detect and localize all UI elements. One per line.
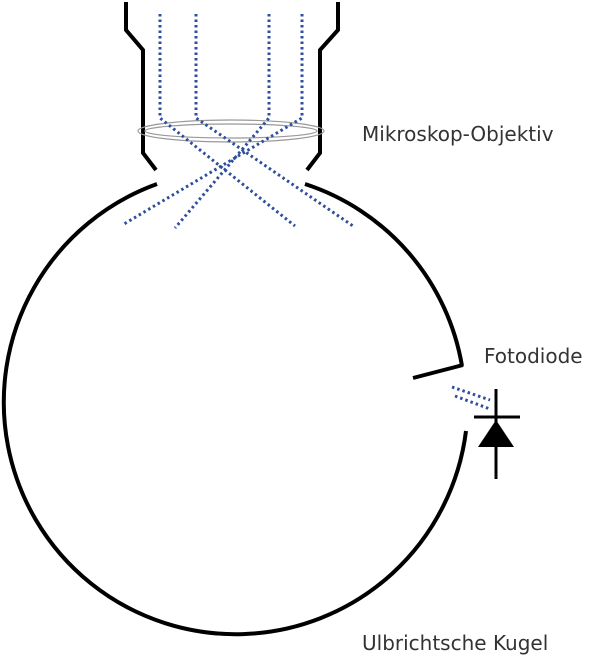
sphere-wall-right-upper <box>304 182 464 367</box>
objective-wall-right <box>305 2 340 172</box>
sphere-wall-main <box>1 182 468 637</box>
label-photodiode: Fotodiode <box>484 344 583 368</box>
photodiode-beams <box>451 385 491 411</box>
objective-wall-left <box>124 2 158 172</box>
objective-lens <box>137 119 325 143</box>
photodiode-icon <box>474 389 520 479</box>
photodiode-beam-1 <box>451 385 491 402</box>
beam-3 <box>173 14 271 229</box>
lens-ellipse-outer <box>137 119 325 143</box>
integrating-sphere <box>1 182 468 637</box>
photodiode-triangle <box>478 420 514 447</box>
beam-1 <box>158 14 296 228</box>
label-microscope-objective: Mikroskop-Objektiv <box>362 122 554 146</box>
objective-housing <box>124 2 340 172</box>
lens-ellipse-inner <box>144 123 318 139</box>
photodiode-beam-2 <box>454 394 491 411</box>
photodiode-baffle <box>412 363 464 380</box>
light-beams <box>123 14 354 229</box>
beam-4 <box>123 14 304 226</box>
beam-2 <box>194 14 354 228</box>
label-integrating-sphere: Ulbrichtsche Kugel <box>362 631 549 655</box>
